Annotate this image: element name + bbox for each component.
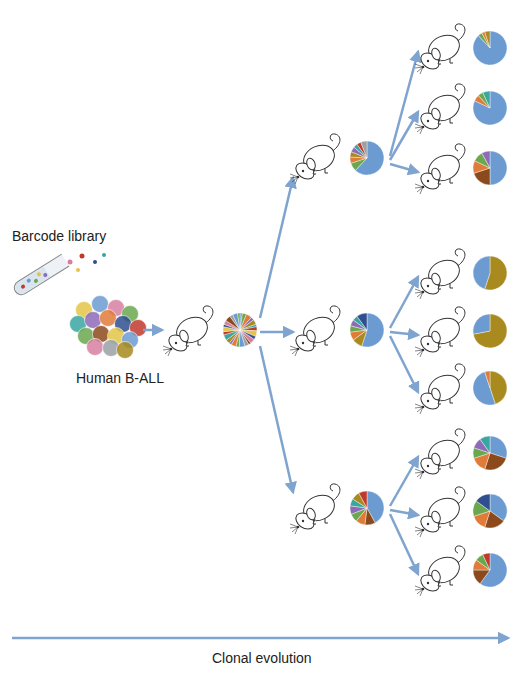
- mouse-icon: [415, 24, 465, 74]
- clone-pie: [350, 141, 384, 175]
- leukemia-cell: [87, 339, 104, 356]
- mouse-icon: [415, 249, 465, 299]
- clone-pie: [223, 313, 257, 347]
- mouse-icon: [415, 364, 465, 414]
- flow-arrow: [390, 332, 418, 335]
- flow-arrow: [390, 514, 418, 574]
- mouse-icon: [415, 487, 465, 537]
- clone-pie: [473, 256, 507, 290]
- mouse-icon: [415, 144, 465, 194]
- test-tube: [12, 254, 69, 297]
- pie-slice: [473, 91, 507, 125]
- pie-slice: [473, 314, 507, 348]
- clone-pie: [473, 91, 507, 125]
- clone-pie: [473, 151, 507, 185]
- pie-slice: [473, 372, 495, 405]
- flow-arrow: [390, 164, 418, 172]
- pie-slice: [240, 320, 256, 330]
- flow-arrow: [260, 331, 293, 334]
- clone-pie: [350, 491, 384, 525]
- clone-pie: [473, 314, 507, 348]
- pie-slice: [357, 313, 367, 330]
- pie-slice: [473, 314, 490, 334]
- barcode-dot: [68, 260, 73, 265]
- mouse-icon: [415, 84, 465, 134]
- flow-arrow: [390, 510, 418, 515]
- mouse-icon: [290, 306, 340, 356]
- pie-slice: [361, 141, 367, 158]
- pie-slice: [483, 91, 490, 108]
- pie-slice: [480, 436, 490, 453]
- leukemia-cell: [117, 342, 134, 359]
- leukemia-cell: [100, 310, 117, 327]
- flow-arrow: [390, 457, 418, 506]
- flow-arrow: [390, 336, 418, 392]
- flow-arrow: [143, 329, 162, 332]
- flow-arrow: [12, 637, 508, 640]
- pie-slice: [483, 553, 490, 570]
- pie-slice: [485, 371, 490, 388]
- mouse-icon: [415, 546, 465, 596]
- figure-label: Human B-ALL: [76, 370, 164, 386]
- clone-pie: [473, 436, 507, 470]
- pie-slice: [240, 330, 249, 346]
- barcode-dot: [80, 254, 85, 259]
- mouse-icon: [290, 134, 340, 184]
- clone-pie: [350, 313, 384, 347]
- figure-label: Clonal evolution: [212, 650, 312, 666]
- mouse-icon: [163, 306, 213, 356]
- flow-arrow: [390, 277, 418, 328]
- flow-arrow: [260, 178, 293, 318]
- mouse-icon: [415, 307, 465, 357]
- pie-slice: [233, 313, 240, 330]
- pie-slice: [238, 313, 240, 330]
- pie-slice: [359, 491, 367, 508]
- mouse-icon: [415, 429, 465, 479]
- barcode-dot: [93, 260, 97, 264]
- flow-arrow: [390, 52, 418, 156]
- pie-slice: [482, 32, 490, 48]
- pie-slice: [490, 151, 507, 185]
- barcode-dot: [76, 268, 80, 272]
- flow-arrow: [260, 346, 293, 492]
- pie-slice: [473, 570, 490, 584]
- clone-pie: [473, 553, 507, 587]
- clone-pie: [473, 371, 507, 405]
- flow-arrow: [390, 112, 418, 160]
- figure-label: Barcode library: [12, 228, 106, 244]
- pie-slice: [482, 151, 490, 168]
- clone-pie: [473, 494, 507, 528]
- pie-slice: [485, 31, 490, 48]
- barcode-dot: [102, 253, 106, 257]
- pie-slice: [473, 31, 507, 65]
- pie-slice: [476, 494, 490, 511]
- clone-pie: [473, 31, 507, 65]
- pie-slice: [473, 256, 490, 289]
- pie-slice: [240, 324, 257, 330]
- mouse-icon: [290, 484, 340, 534]
